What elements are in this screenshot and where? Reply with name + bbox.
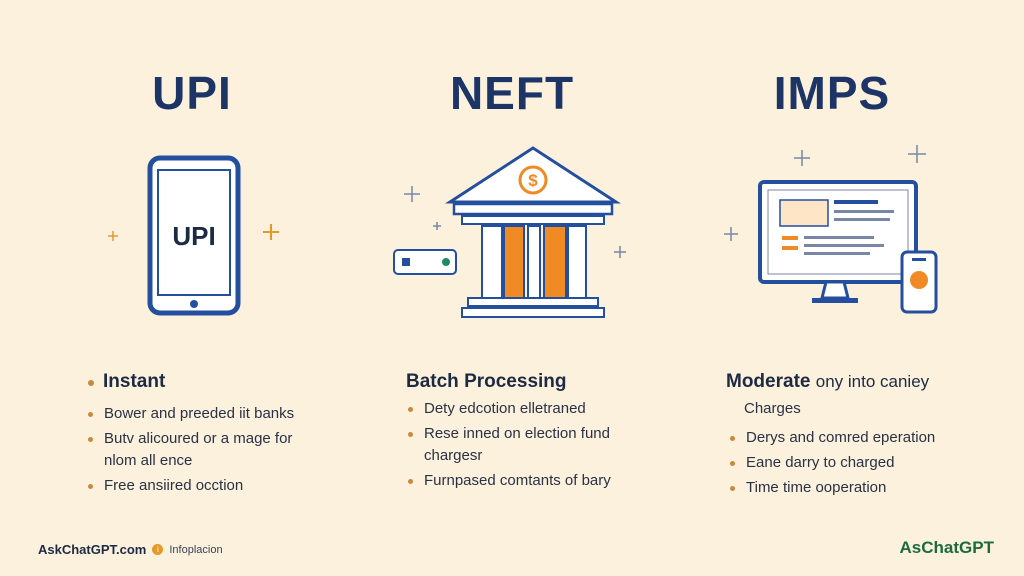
list-item: Free ansiired ocction (88, 475, 318, 497)
upi-heading: Instant (103, 371, 166, 392)
list-item: Dety edcotion elletraned (408, 398, 658, 420)
imps-bullet-list: Derys and comred eperation Eane darry to… (730, 427, 990, 502)
bank-icon: $ (393, 146, 626, 318)
imps-subheading: Charges (744, 400, 801, 417)
neft-bullet-list: Dety edcotion elletraned Rese inned on e… (408, 398, 658, 495)
title-imps: IMPS (773, 67, 891, 119)
footer-logo[interactable]: AsChatGPT (899, 538, 994, 557)
list-item: Derys and comred eperation (730, 427, 990, 449)
list-item: Furnpased comtants of bary (408, 470, 658, 492)
footer-brand-link[interactable]: AskChatGPT.com (38, 542, 147, 557)
info-icon: i (152, 544, 164, 555)
upi-heading-bullet (88, 380, 94, 386)
list-item: Eane darry to charged (730, 452, 990, 474)
monitor-icon (724, 145, 938, 314)
list-item: Rese inned on election fund chargesr (408, 423, 658, 467)
imps-heading: Moderate ony into caniey (726, 371, 929, 393)
imps-heading-extra: ony into caniey (815, 372, 930, 391)
imps-heading-main: Moderate (726, 371, 811, 392)
list-item: Butv alicoured or a mage for nlom all en… (88, 428, 318, 472)
footer-left: AskChatGPT.com i Infoplacion (38, 542, 223, 557)
title-upi: UPI (152, 67, 232, 119)
svg-text:$: $ (528, 171, 538, 190)
neft-heading: Batch Processing (406, 371, 567, 392)
phone-icon: UPI (108, 155, 279, 316)
upi-bullet-list: Bower and preeded iit banks Butv alicour… (88, 403, 318, 500)
upi-icon-label: UPI (172, 221, 215, 251)
title-neft: NEFT (449, 67, 575, 119)
list-item: Bower and preeded iit banks (88, 403, 318, 425)
footer-info-text: Infoplacion (169, 543, 223, 556)
list-item: Time time ooperation (730, 477, 990, 499)
